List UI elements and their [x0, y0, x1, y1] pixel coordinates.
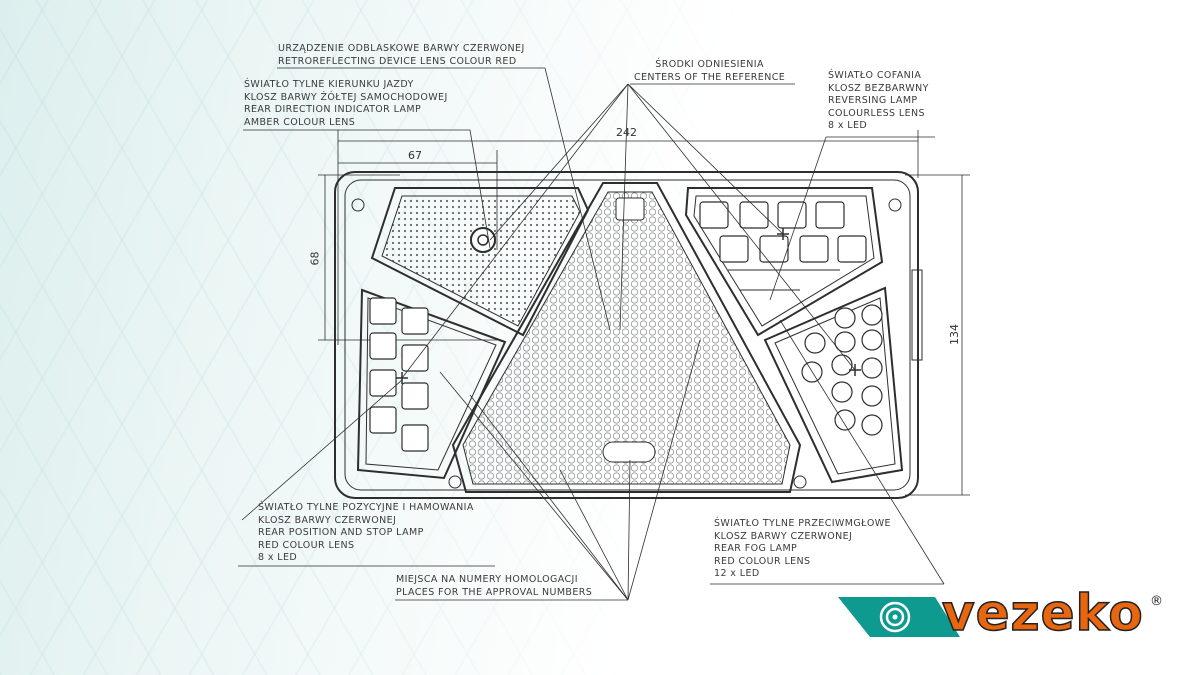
label-line: 12 x LED: [714, 568, 760, 580]
label-line: KLOSZ BEZBARWNY: [828, 82, 929, 94]
label-line: REAR POSITION AND STOP LAMP: [258, 527, 424, 539]
label-line: MIEJSCA NA NUMERY HOMOLOGACJI: [396, 574, 578, 585]
dimension-width: 242: [616, 126, 637, 139]
label-approval-numbers: MIEJSCA NA NUMERY HOMOLOGACJI PLACES FOR…: [396, 574, 592, 599]
fog-section: [763, 286, 904, 484]
vezeko-logo: vezeko ®: [838, 583, 1168, 644]
label-line: ŚWIATŁO TYLNE KIERUNKU JAZDY: [244, 79, 414, 90]
label-line: REAR FOG LAMP: [714, 543, 798, 555]
label-line: RETROREFLECTING DEVICE LENS COLOUR RED: [278, 55, 517, 67]
label-line: KLOSZ BARWY CZERWONEJ: [258, 514, 397, 526]
reflector-section: [451, 182, 802, 493]
reversing-section: [684, 187, 884, 337]
lamp-body-outer: [334, 171, 919, 499]
label-reversing: ŚWIATŁO COFANIA KLOSZ BEZBARWNY REVERSIN…: [828, 70, 929, 133]
label-line: ŚRODKI ODNIESIENIA: [655, 59, 764, 70]
leader-lines: [238, 67, 945, 601]
label-line: 8 x LED: [828, 120, 868, 132]
label-line: 8 x LED: [258, 552, 298, 564]
indicator-section: [370, 187, 590, 337]
dimension-indicator-height: 68: [308, 251, 322, 266]
dimension-lines: [318, 130, 970, 496]
label-line: URZĄDZENIE ODBLASKOWE BARWY CZERWONEJ: [278, 43, 525, 54]
label-line: PLACES FOR THE APPROVAL NUMBERS: [396, 586, 593, 598]
label-line: AMBER COLOUR LENS: [244, 116, 356, 128]
label-centers-reference: ŚRODKI ODNIESIENIA CENTERS OF THE REFERE…: [634, 59, 785, 84]
label-line: ŚWIATŁO COFANIA: [828, 70, 922, 81]
label-line: RED COLOUR LENS: [714, 555, 811, 567]
logo-text: vezeko: [941, 583, 1144, 643]
label-retroreflecting: URZĄDZENIE ODBLASKOWE BARWY CZERWONEJ RE…: [278, 43, 525, 68]
label-line: ŚWIATŁO TYLNE POZYCYJNE I HAMOWANIA: [258, 502, 474, 513]
dimension-indicator-width: 67: [408, 149, 422, 162]
label-position-stop: ŚWIATŁO TYLNE POZYCYJNE I HAMOWANIA KLOS…: [258, 502, 474, 565]
label-line: KLOSZ BARWY CZERWONEJ: [714, 530, 853, 542]
screws: [351, 198, 902, 489]
position-stop-section: [356, 288, 507, 480]
label-line: CENTERS OF THE REFERENCE: [634, 71, 786, 83]
label-line: REVERSING LAMP: [828, 95, 918, 107]
reference-marks: [396, 228, 861, 384]
registered-mark: ®: [1150, 594, 1163, 609]
label-line: COLOURLESS LENS: [828, 107, 925, 119]
label-line: KLOSZ BARWY ŻÓŁTEJ SAMOCHODOWEJ: [244, 91, 448, 103]
dimension-height: 134: [948, 324, 961, 345]
label-line: ŚWIATŁO TYLNE PRZECIWMGŁOWE: [714, 518, 891, 529]
vezeko-emblem: [838, 597, 960, 637]
label-line: REAR DIRECTION INDICATOR LAMP: [244, 104, 422, 116]
label-direction-indicator: ŚWIATŁO TYLNE KIERUNKU JAZDY KLOSZ BARWY…: [244, 79, 448, 129]
label-line: RED COLOUR LENS: [258, 539, 355, 551]
label-fog: ŚWIATŁO TYLNE PRZECIWMGŁOWE KLOSZ BARWY …: [714, 518, 891, 581]
